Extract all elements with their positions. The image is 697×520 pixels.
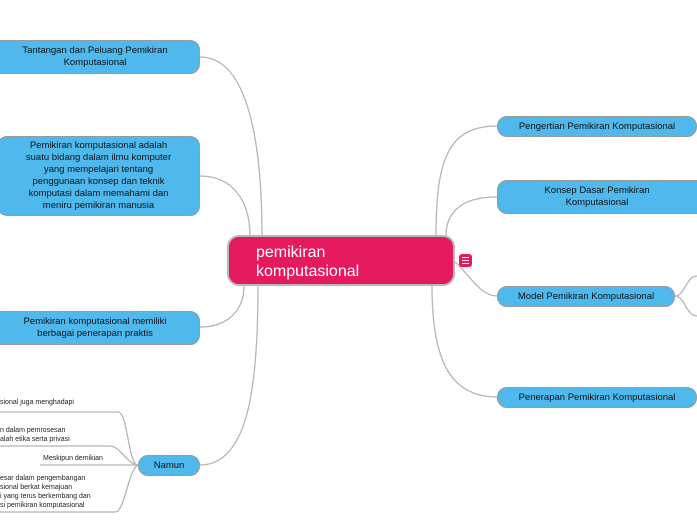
node-definisi-line2: suatu bidang dalam ilmu komputer	[25, 152, 172, 163]
connector-definisi	[199, 175, 251, 237]
node-tantangan-line1: Tantangan dan Peluang Pemikiran	[22, 45, 168, 56]
namun-child-3[interactable]: Meskipun demikian	[43, 454, 103, 463]
connector-konsep	[445, 196, 498, 237]
namun-child-4-line1: esar dalam pengembangan	[0, 475, 86, 482]
node-konsep-line1: Konsep Dasar Pemikiran	[544, 185, 650, 196]
namun-child-4-line2: sional berkat kemajuan	[0, 484, 72, 491]
node-pengertian[interactable]: Pengertian Pemikiran Komputasional	[497, 116, 697, 137]
node-pengertian-label: Pengertian Pemikiran Komputasional	[518, 120, 676, 132]
connector-model	[454, 261, 498, 297]
node-definisi-line1: Pemikiran komputasional adalah	[29, 140, 168, 151]
connector-model-child-2	[674, 295, 697, 317]
node-model[interactable]: Model Pemikiran Komputasional	[497, 286, 675, 307]
node-namun-label: Namun	[153, 459, 185, 471]
namun-child-2-line1: n dalam pemrosesan	[0, 427, 66, 434]
root-line1: pemikiran	[256, 244, 326, 261]
node-tantangan-peluang[interactable]: Tantangan dan Peluang Pemikiran Komputas…	[0, 40, 200, 74]
root-node[interactable]: pemikiran komputasional	[227, 235, 455, 286]
node-penerapan-label: Penerapan Pemikiran Komputasional	[518, 391, 676, 403]
node-penerapan-praktis-line1: Pemikiran komputasional memiliki	[23, 316, 167, 327]
node-model-label: Model Pemikiran Komputasional	[517, 290, 655, 302]
connector-penerapan	[431, 285, 498, 398]
connector-namun	[199, 285, 259, 466]
namun-child-4-line3: i yang terus berkembang dan	[0, 493, 91, 500]
node-definisi-line3: yang mempelajari tentang	[43, 164, 154, 175]
node-konsep-dasar[interactable]: Konsep Dasar Pemikiran Komputasional	[497, 180, 697, 214]
connector-namun-c4	[0, 464, 139, 513]
note-icon[interactable]	[459, 254, 472, 267]
node-namun[interactable]: Namun	[138, 455, 200, 476]
node-penerapan[interactable]: Penerapan Pemikiran Komputasional	[497, 387, 697, 408]
node-definisi-line6: meniru pemikiran manusia	[42, 200, 155, 211]
node-penerapan-praktis-line2: berbagai penerapan praktis	[37, 328, 153, 339]
namun-child-1[interactable]: sional juga menghadapi	[0, 398, 74, 407]
namun-child-4-line4: si pemikiran komputasional	[0, 502, 85, 509]
connector-tantangan	[199, 56, 263, 237]
node-definisi-line4: penggunaan konsep dan teknik	[32, 176, 165, 187]
connector-model-child	[674, 275, 697, 297]
connector-pengertian	[435, 125, 498, 237]
node-konsep-line2: Komputasional	[565, 197, 629, 208]
namun-child-2[interactable]: n dalam pemrosesan alah etika serta priv…	[0, 426, 70, 444]
namun-child-1-line1: sional juga menghadapi	[0, 399, 74, 406]
namun-child-3-line1: Meskipun demikian	[43, 455, 103, 462]
connector-namun-children	[0, 411, 139, 466]
namun-child-2-line2: alah etika serta privasi	[0, 436, 70, 443]
connector-namun-c2	[0, 445, 139, 466]
node-definisi-line5: komputasi dalam memahami dan	[28, 188, 169, 199]
namun-child-4[interactable]: esar dalam pengembangan sional berkat ke…	[0, 474, 91, 510]
node-tantangan-line2: Komputasional	[63, 57, 127, 68]
root-line2: komputasional	[256, 263, 360, 280]
node-definisi[interactable]: Pemikiran komputasional adalah suatu bid…	[0, 136, 200, 216]
connector-penerapan-praktis	[199, 285, 245, 328]
node-penerapan-praktis[interactable]: Pemikiran komputasional memiliki berbaga…	[0, 311, 200, 345]
